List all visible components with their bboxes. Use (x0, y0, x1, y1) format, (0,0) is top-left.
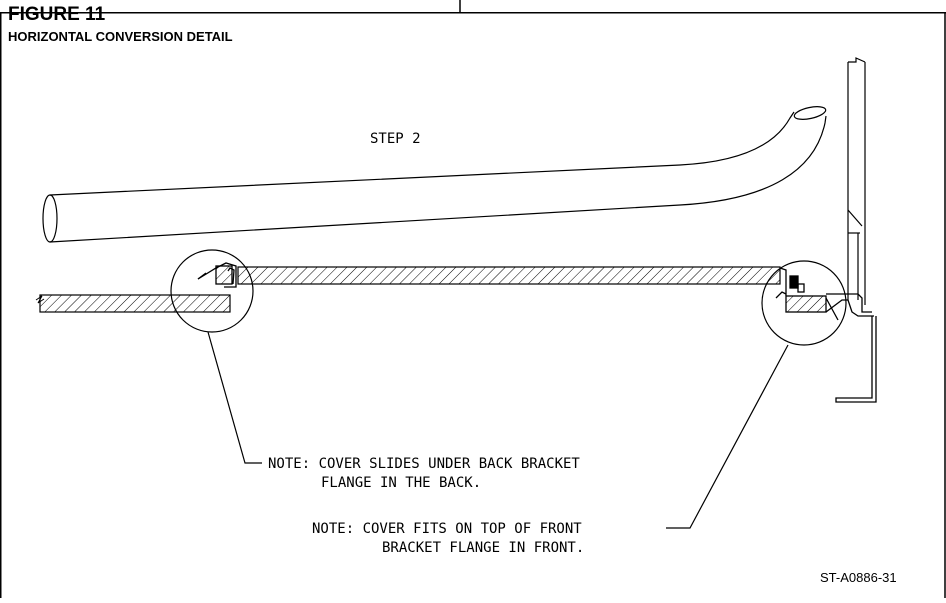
back-note-leader (207, 331, 262, 464)
floor-slab (35, 294, 231, 313)
vent-pipe (42, 106, 827, 243)
drawing-code: ST-A0886-31 (820, 570, 897, 585)
cabinet-wall (847, 57, 866, 305)
front-detail-circle (761, 260, 847, 346)
front-bracket (775, 267, 877, 403)
note-back-line1: NOTE: COVER SLIDES UNDER BACK BRACKET (268, 456, 580, 472)
figure-subtitle: HORIZONTAL CONVERSION DETAIL (8, 29, 233, 44)
note-front-line1: NOTE: COVER FITS ON TOP OF FRONT (312, 521, 582, 537)
note-front-line2: BRACKET FLANGE IN FRONT. (382, 540, 584, 556)
front-note-leader (666, 344, 789, 529)
figure-title: FIGURE 11 (8, 4, 106, 25)
step-label: STEP 2 (370, 131, 421, 147)
note-back-line2: FLANGE IN THE BACK. (321, 475, 481, 491)
back-detail-circle (170, 249, 254, 333)
back-bracket (197, 262, 237, 288)
cover-panel (237, 266, 781, 285)
